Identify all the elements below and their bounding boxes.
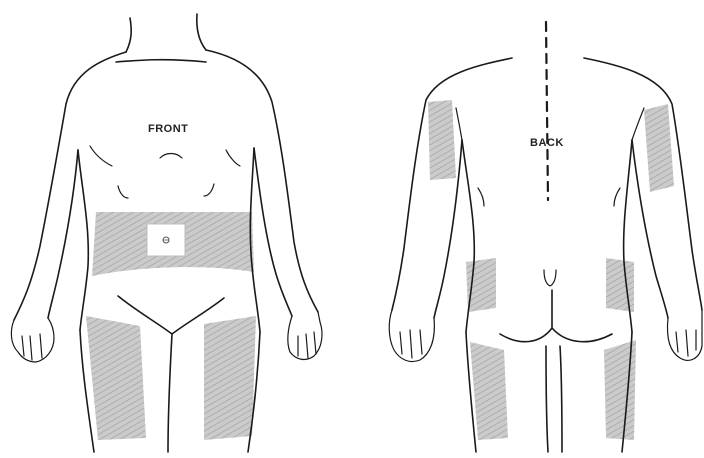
back-right-arm — [584, 58, 702, 310]
front-right-arm — [206, 50, 318, 312]
front-left-hand — [11, 318, 54, 362]
back-left-upper-arm-zone — [428, 100, 456, 180]
back-spine — [546, 22, 548, 200]
back-left-hip-zone — [466, 258, 496, 312]
back-buttocks — [500, 328, 612, 342]
back-figure — [389, 22, 702, 452]
back-right-upper-arm-zone — [644, 104, 674, 192]
front-left-thigh-zone — [86, 316, 146, 440]
front-abdomen-zone — [92, 212, 254, 276]
back-left-thigh-zone — [470, 342, 508, 440]
back-right-hand — [668, 310, 703, 360]
back-label: BACK — [530, 137, 564, 149]
front-label: FRONT — [148, 123, 188, 135]
front-left-arm — [14, 52, 126, 320]
front-torso-left — [78, 150, 88, 330]
front-right-hand — [288, 312, 322, 359]
front-neck — [126, 18, 131, 52]
front-right-thigh-zone — [204, 316, 256, 440]
back-right-hip-zone — [606, 258, 634, 312]
front-collar — [116, 60, 206, 62]
front-figure — [11, 14, 322, 452]
